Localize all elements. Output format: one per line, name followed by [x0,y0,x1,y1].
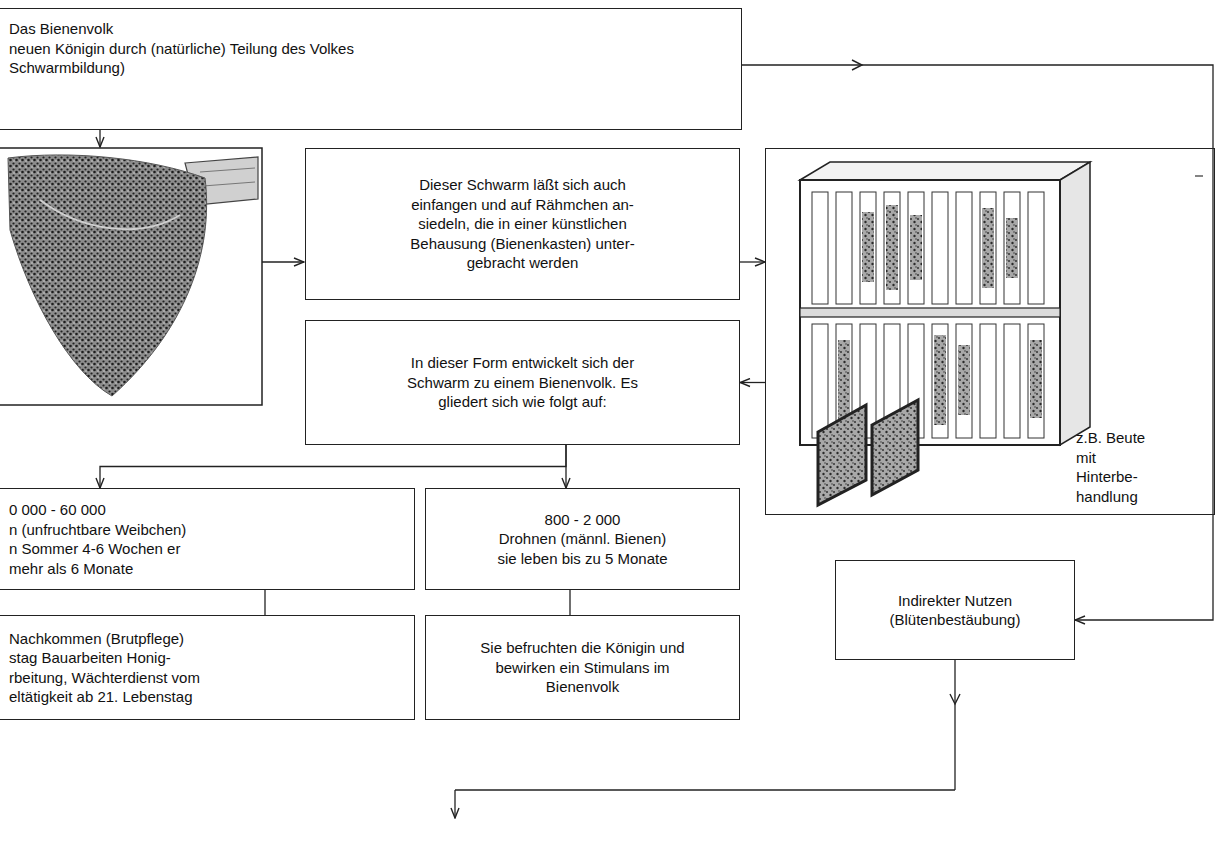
group-box: 800 - 2 000Drohnen (männl. Bienen) sie l… [425,488,740,590]
hive-frame [1004,324,1020,438]
box-heading: 800 - 2 000 [545,510,621,530]
box-heading: 0 000 - 60 000 [9,500,106,520]
hive-frame [956,192,972,304]
swarm-highlight [40,200,180,229]
scan-mark [1195,175,1203,176]
hive-frame [1028,192,1044,304]
hive-frame [1028,324,1044,438]
flow-arrow [264,590,265,615]
pulled-frame [872,400,918,495]
honeycomb [838,340,850,420]
honeycomb [1030,340,1042,418]
flow-arrow [740,382,765,383]
hive-frame [956,324,972,438]
task-box: Sie befruchten die Königin und bewirken … [425,615,740,720]
hive-frame [908,192,924,304]
honeycomb [862,212,874,282]
bee-swarm [8,155,207,396]
box-text: z.B. Beute mit Hinterbe- handlung [1076,428,1161,506]
hive-box: z.B. Beute mit Hinterbe- handlung [765,148,1215,515]
flow-arrow [569,590,570,615]
flow-arrow [454,790,455,818]
honeycomb [982,208,994,288]
hive-frame [932,192,948,304]
box-text: In dieser Form entwickelt sich der Schwa… [395,353,650,412]
hive-frame [980,324,996,438]
honeycomb [886,205,898,290]
box-text: neuen Königin durch (natürliche) Teilung… [9,39,354,59]
box-text: n (unfruchtbare Weibchen) n Sommer 4-6 W… [9,520,189,579]
hive-frame [812,192,828,304]
honeycomb [934,335,946,425]
hive-frame [1004,192,1020,304]
pulled-frame [818,405,866,505]
hive-front [800,180,1060,445]
branch-grain [200,168,255,172]
hive-frame [812,324,828,438]
hive-frame [860,192,876,304]
flow-arrow [740,261,765,262]
box-text: Drohnen (männl. Bienen) sie leben bis zu… [492,529,674,568]
hive-top [800,162,1090,180]
flow-line [954,660,955,790]
honeycomb [1006,218,1018,278]
hive-frame [884,192,900,304]
flow-arrow [100,445,566,488]
task-box: Nachkommen (Brutpflege) stag Bauarbeiten… [0,615,415,720]
hive-frame [980,192,996,304]
flow-arrow [565,445,566,488]
group-box: 0 000 - 60 000n (unfruchtbare Weibchen) … [0,488,415,590]
hive-frame [932,324,948,438]
box-text: Dieser Schwarm läßt sich auch einfangen … [395,175,650,273]
process-box: In dieser Form entwickelt sich der Schwa… [305,320,740,445]
hive-frame [836,192,852,304]
box-heading: Das Bienenvolk [9,19,113,39]
benefit-box: Indirekter Nutzen (Blütenbestäubung) [835,560,1075,660]
box-text: Indirekter Nutzen (Blütenbestäubung) [875,591,1035,630]
honeycomb [910,215,922,280]
box-text: Nachkommen (Brutpflege) stag Bauarbeiten… [9,629,214,707]
flow-arrow [262,261,304,262]
title-box: Das Bienenvolkneuen Königin durch (natür… [0,8,742,130]
arrow-head [950,694,960,704]
picture-frame [0,148,262,405]
hive-shelf [800,308,1060,317]
honeycomb [958,345,970,415]
branch-grain [203,182,255,186]
hive-side [1060,162,1090,445]
flow-line [455,789,955,790]
box-text: Schwarmbildung) [9,58,125,78]
box-text: Sie befruchten die Königin und bewirken … [468,638,698,697]
flow-arrow [99,130,100,147]
process-box: Dieser Schwarm läßt sich auch einfangen … [305,148,740,300]
